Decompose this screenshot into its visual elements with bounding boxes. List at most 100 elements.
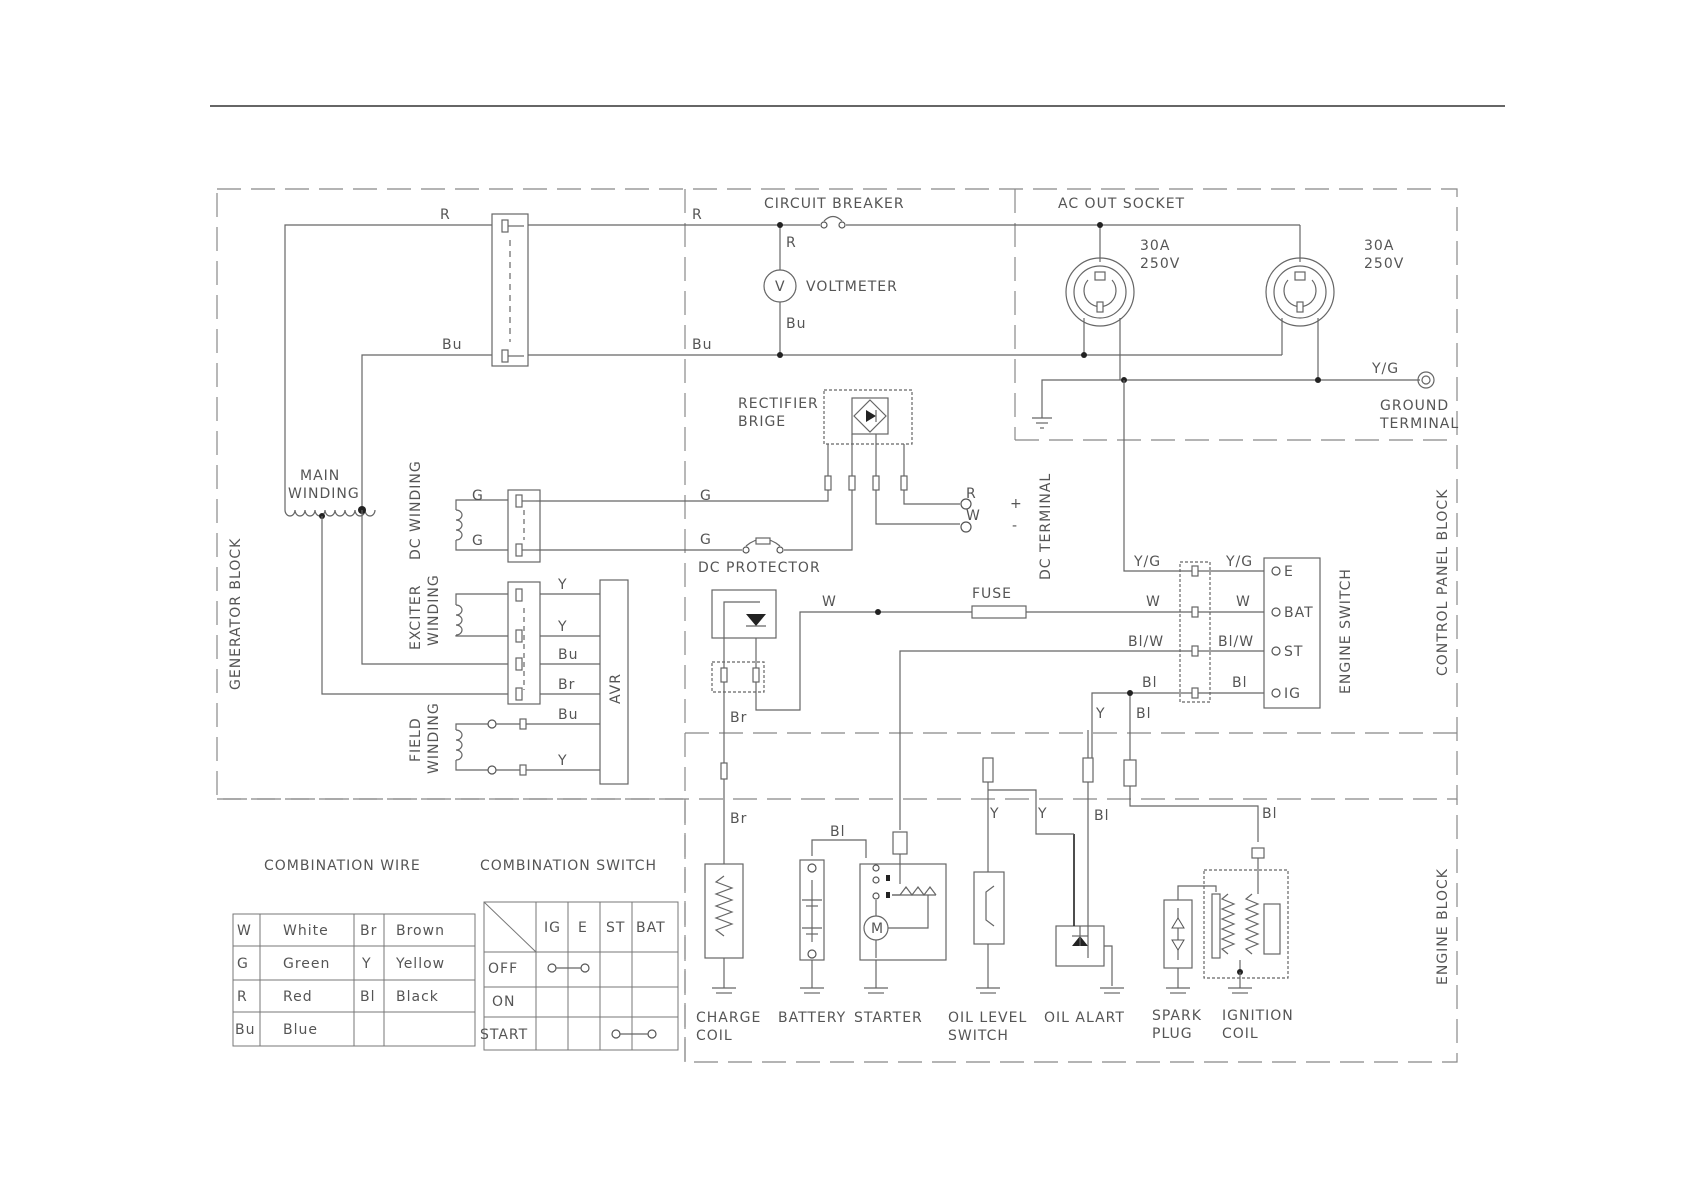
engine-block-label: ENGINE BLOCK (1435, 868, 1451, 985)
cs-row-off: OFF (488, 961, 518, 977)
combination-wire-table (232, 913, 476, 1047)
wire-label-w1: W (822, 594, 837, 610)
wire-label-y2: Y (557, 619, 568, 635)
main-winding (284, 494, 510, 695)
exciter-field-avr (455, 579, 629, 785)
oil-level-switch-label-2: SWITCH (948, 1028, 1009, 1044)
avr-label: AVR (608, 673, 624, 704)
wire-label-bl5: Bl (1094, 808, 1110, 824)
cw-r2-c1: Red (283, 989, 313, 1005)
socket1-rating-v: 250V (1140, 256, 1180, 272)
field-winding-label-2: WINDING (426, 702, 442, 774)
wire-label-g1: G (472, 488, 484, 504)
cw-r0-c0: W (237, 923, 252, 939)
block-boundaries (216, 188, 1458, 1063)
cw-r1-c0: G (237, 956, 249, 972)
ac-socket-1 (1065, 257, 1135, 327)
cs-col-e: E (578, 920, 588, 936)
wire-label-bu-avr1: Bu (558, 647, 578, 663)
voltmeter-label: VOLTMETER (806, 279, 898, 295)
wire-label-bl3: Bl (1136, 706, 1152, 722)
charge-coil-label-1: CHARGE (696, 1010, 761, 1026)
combination-switch-table (483, 901, 679, 1051)
socket2-rating-v: 250V (1364, 256, 1404, 272)
motor-symbol: M (871, 921, 884, 937)
ignition-coil-label-1: IGNITION (1222, 1008, 1294, 1024)
wire-label-w3: W (1236, 594, 1251, 610)
wire-label-w2: W (1146, 594, 1161, 610)
dc-winding-label: DC WINDING (408, 460, 424, 560)
charge-coil-label-2: COIL (696, 1028, 733, 1044)
oil-level-switch-label-1: OIL LEVEL (948, 1010, 1027, 1026)
rectifier-label-1: RECTIFIER (738, 396, 819, 412)
cs-col-bat: BAT (636, 920, 666, 936)
voltmeter-symbol: V (775, 279, 786, 295)
cs-row-start: START (480, 1027, 528, 1043)
cs-col-ig: IG (544, 920, 561, 936)
dc-terminal-label: DC TERMINAL (1038, 473, 1054, 580)
cw-r0-c2: Br (360, 923, 377, 939)
cw-r1-c3: Yellow (395, 956, 445, 972)
cw-r1-c2: Y (361, 956, 372, 972)
cw-r3-c0: Bu (235, 1022, 255, 1038)
wire-label-w-dc: W (966, 508, 981, 524)
wire-label-br-avr: Br (558, 677, 575, 693)
combination-switch-title: COMBINATION SWITCH (480, 858, 657, 874)
wire-label-bl6: Bl (1262, 806, 1278, 822)
rectifier-label-2: BRIGE (738, 414, 786, 430)
exciter-winding-label-2: WINDING (426, 574, 442, 646)
socket2-rating-a: 30A (1364, 238, 1394, 254)
wire-label-r-dc: R (966, 486, 977, 502)
dc-winding (455, 489, 853, 563)
wire-label-bl2: Bl (1232, 675, 1248, 691)
battery-label: BATTERY (778, 1010, 846, 1026)
wire-label-bu3: Bu (786, 316, 806, 332)
wire-label-blw1: Bl/W (1128, 634, 1164, 650)
wire-label-g2: G (472, 533, 484, 549)
wire-label-br2: Br (730, 811, 747, 827)
circuit-breaker-label: CIRCUIT BREAKER (764, 196, 905, 212)
combination-wire-title: COMBINATION WIRE (264, 858, 421, 874)
wire-label-y-oil3: Y (1037, 806, 1048, 822)
charge-circuit (711, 589, 1170, 864)
exciter-winding-label-1: EXCITER (408, 585, 424, 650)
main-winding-label-1: MAIN (300, 468, 340, 484)
cs-col-st: ST (606, 920, 625, 936)
engine-components (704, 730, 1289, 994)
charge-rectifier (711, 589, 777, 639)
rectifier-bridge (823, 389, 972, 533)
generator-block-label: GENERATOR BLOCK (228, 538, 244, 690)
wire-label-r3: R (786, 235, 797, 251)
wire-label-bl4: Bl (830, 824, 846, 840)
cw-r0-c1: White (283, 923, 329, 939)
oil-alart-label: OIL ALART (1044, 1010, 1125, 1026)
fuse-icon (971, 605, 1027, 619)
wire-label-yg1: Y/G (1371, 361, 1399, 377)
wire-label-y-oil2: Y (989, 806, 1000, 822)
dc-protector-label: DC PROTECTOR (698, 560, 821, 576)
wire-label-y-oil1: Y (1095, 706, 1106, 722)
ground-terminal-icon (1417, 371, 1435, 389)
cw-r0-c3: Brown (396, 923, 445, 939)
wire-label-y1: Y (557, 577, 568, 593)
switch-terminal-bat: BAT (1284, 605, 1314, 621)
spark-plug-label-2: PLUG (1152, 1026, 1193, 1042)
wire-label-br1: Br (730, 710, 747, 726)
wire-label-r1: R (440, 207, 451, 223)
switch-terminal-st: ST (1284, 644, 1303, 660)
wire-label-bl1: Bl (1142, 675, 1158, 691)
wire-label-bu2: Bu (692, 337, 712, 353)
cw-r1-c1: Green (283, 956, 330, 972)
socket1-rating-a: 30A (1140, 238, 1170, 254)
switch-terminal-e: E (1284, 564, 1294, 580)
dc-protector (742, 537, 784, 554)
starter-label: STARTER (854, 1010, 923, 1026)
wire-label-blw2: Bl/W (1218, 634, 1254, 650)
wire-label-bu-avr2: Bu (558, 707, 578, 723)
wire-label-bu1: Bu (442, 337, 462, 353)
engine-switch-label: ENGINE SWITCH (1338, 568, 1354, 694)
ac-main-circuit (284, 213, 1435, 572)
spark-plug-label-1: SPARK (1152, 1008, 1202, 1024)
avr-box (599, 579, 629, 785)
